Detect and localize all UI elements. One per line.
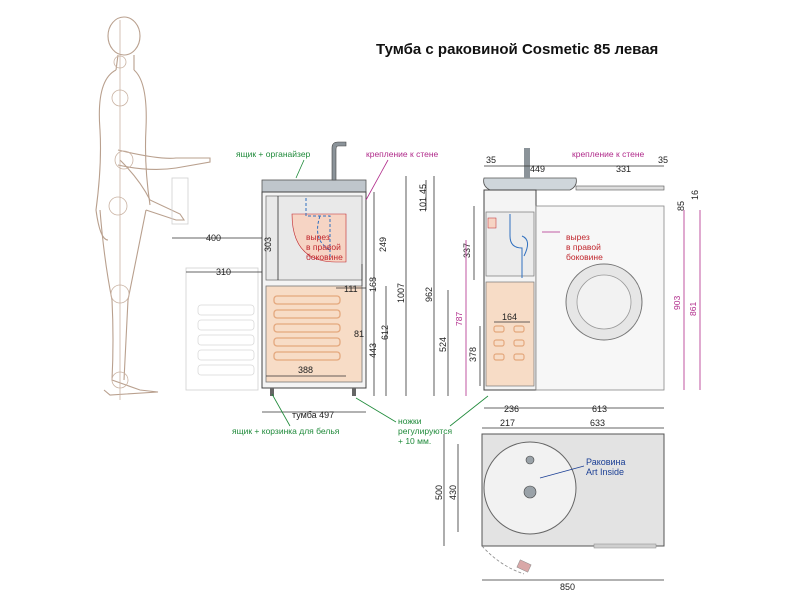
svg-text:388: 388 — [298, 365, 313, 375]
svg-text:443: 443 — [368, 343, 378, 358]
svg-text:787: 787 — [454, 312, 464, 326]
label-sink-model: Art Inside — [586, 467, 624, 477]
label-legs: ножки — [398, 416, 422, 426]
front-view: 35 449 331 35 85 16 337 787 524 378 164 … — [438, 148, 701, 414]
svg-text:500: 500 — [434, 485, 444, 500]
human-figure — [95, 16, 211, 400]
svg-text:633: 633 — [590, 418, 605, 428]
svg-text:303: 303 — [263, 237, 273, 252]
svg-text:45: 45 — [418, 184, 428, 194]
svg-text:81: 81 — [354, 329, 364, 339]
svg-text:378: 378 — [468, 347, 478, 362]
svg-text:524: 524 — [438, 337, 448, 352]
label-legs: регулируются — [398, 426, 452, 436]
label-sink-model: Раковина — [586, 457, 626, 467]
svg-text:85: 85 — [676, 201, 686, 211]
label-cutout-right: вырез — [566, 232, 590, 242]
label-cutout-left: в правой — [306, 242, 341, 252]
label-wall-mount-right: крепление к стене — [572, 149, 645, 159]
svg-text:903: 903 — [672, 296, 682, 310]
svg-text:35: 35 — [658, 155, 668, 165]
svg-text:тумба 497: тумба 497 — [292, 410, 334, 420]
svg-text:612: 612 — [380, 325, 390, 340]
svg-text:16: 16 — [690, 190, 700, 200]
svg-text:164: 164 — [502, 312, 517, 322]
svg-text:310: 310 — [216, 267, 231, 277]
side-view: 400 310 303 249 111 168 81 443 612 388 4… — [171, 141, 435, 420]
label-wall-mount-left: крепление к стене — [366, 149, 439, 159]
svg-text:1007: 1007 — [396, 283, 406, 303]
svg-text:400: 400 — [206, 233, 221, 243]
label-cutout-right: в правой — [566, 242, 601, 252]
svg-text:168: 168 — [368, 277, 378, 292]
svg-text:430: 430 — [448, 485, 458, 500]
svg-text:449: 449 — [530, 164, 545, 174]
svg-text:962: 962 — [424, 287, 434, 302]
label-cutout-right: боковине — [566, 252, 603, 262]
top-view: 217 633 500 430 850 — [434, 418, 665, 592]
label-drawer-basket: ящик + корзинка для белья — [232, 426, 340, 436]
svg-text:111: 111 — [344, 284, 358, 294]
svg-text:35: 35 — [486, 155, 496, 165]
svg-text:337: 337 — [462, 243, 472, 258]
svg-text:101: 101 — [418, 197, 428, 212]
svg-text:331: 331 — [616, 164, 631, 174]
label-drawer-organizer: ящик + органайзер — [236, 149, 311, 159]
label-cutout-left: боковине — [306, 252, 343, 262]
diagram-title: Тумба с раковиной Cosmetic 85 левая — [376, 41, 658, 58]
svg-text:217: 217 — [500, 418, 515, 428]
label-cutout-left: вырез — [306, 232, 330, 242]
svg-text:861: 861 — [688, 302, 698, 316]
svg-text:236: 236 — [504, 404, 519, 414]
svg-text:613: 613 — [592, 404, 607, 414]
svg-text:249: 249 — [378, 237, 388, 252]
svg-text:850: 850 — [560, 582, 575, 592]
label-legs: + 10 мм. — [398, 436, 431, 446]
